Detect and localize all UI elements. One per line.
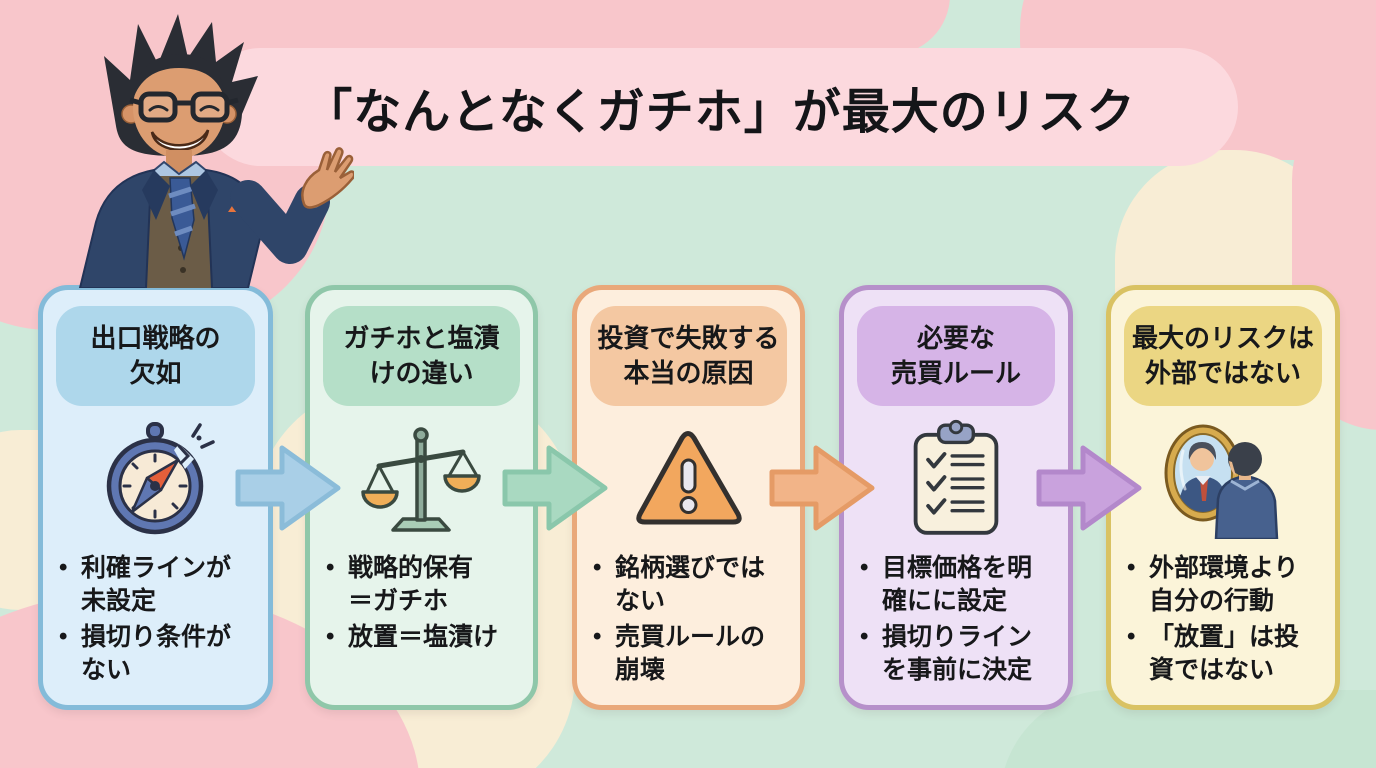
bullet-dot: • [593,554,602,581]
arrow-right-icon [235,445,341,531]
bullet-list: •銘柄選びでは ない •売買ルールの 崩壊 [577,550,800,686]
bullet-item: •売買ルールの 崩壊 [593,623,766,684]
bullet-list: •戦略的保有 ＝ガチホ •放置＝塩漬け [310,550,533,654]
warning-triangle-icon [577,408,800,550]
businessman-presenter-illustration [78,14,354,288]
bullet-list: •利確ラインが 未設定 •損切り条件が ない [43,550,268,686]
bullet-item: •「放置」は投 資ではない [1127,623,1300,684]
jacket [78,168,156,288]
bullet-item: •戦略的保有 ＝ガチホ [326,554,474,615]
arrow-right-icon [769,445,875,531]
bullet-dot: • [326,623,335,650]
bullet-item: •放置＝塩漬け [326,621,517,654]
card-header: 最大のリスクは 外部ではない [1124,306,1322,406]
page-title: 「なんとなくガチホ」が最大のリスク [304,86,1136,139]
bullet-dot: • [1127,554,1136,581]
card-header: ガチホと塩漬 けの違い [323,306,520,406]
card-header: 投資で失敗する 本当の原因 [590,306,787,406]
bullet-item: •目標価格を明 確にに設定 [860,554,1033,615]
checklist-clipboard-icon [844,408,1068,550]
arrow-right-icon [502,445,608,531]
bullet-dot: • [59,554,68,581]
bullet-dot: • [59,623,68,650]
mirror-self-reflection-icon [1111,408,1335,550]
bullet-item: •利確ラインが 未設定 [59,554,232,615]
bullet-item: •損切りライン を事前に決定 [860,623,1033,684]
arrow-right-icon [1036,445,1142,531]
bullet-item: •銘柄選びでは ない [593,554,766,615]
bullet-dot: • [593,623,602,650]
bullet-list: •目標価格を明 確にに設定 •損切りライン を事前に決定 [844,550,1068,686]
bullet-list: •外部環境より 自分の行動 •「放置」は投 資ではない [1111,550,1335,686]
bullet-item: •損切り条件が ない [59,623,232,684]
bullet-dot: • [860,623,869,650]
bullet-item: •外部環境より 自分の行動 [1127,554,1299,615]
card-header: 出口戦略の 欠如 [56,306,255,406]
gesturing-hand [301,147,354,209]
card-header: 必要な 売買ルール [857,306,1055,406]
bullet-dot: • [1127,623,1136,650]
card-real-cause-of-failure: 投資で失敗する 本当の原因 •銘柄選びでは ない •売買ルールの 崩壊 [572,285,805,710]
bullet-dot: • [326,554,335,581]
bullet-dot: • [860,554,869,581]
title-banner: 「なんとなくガチホ」が最大のリスク [202,48,1238,166]
